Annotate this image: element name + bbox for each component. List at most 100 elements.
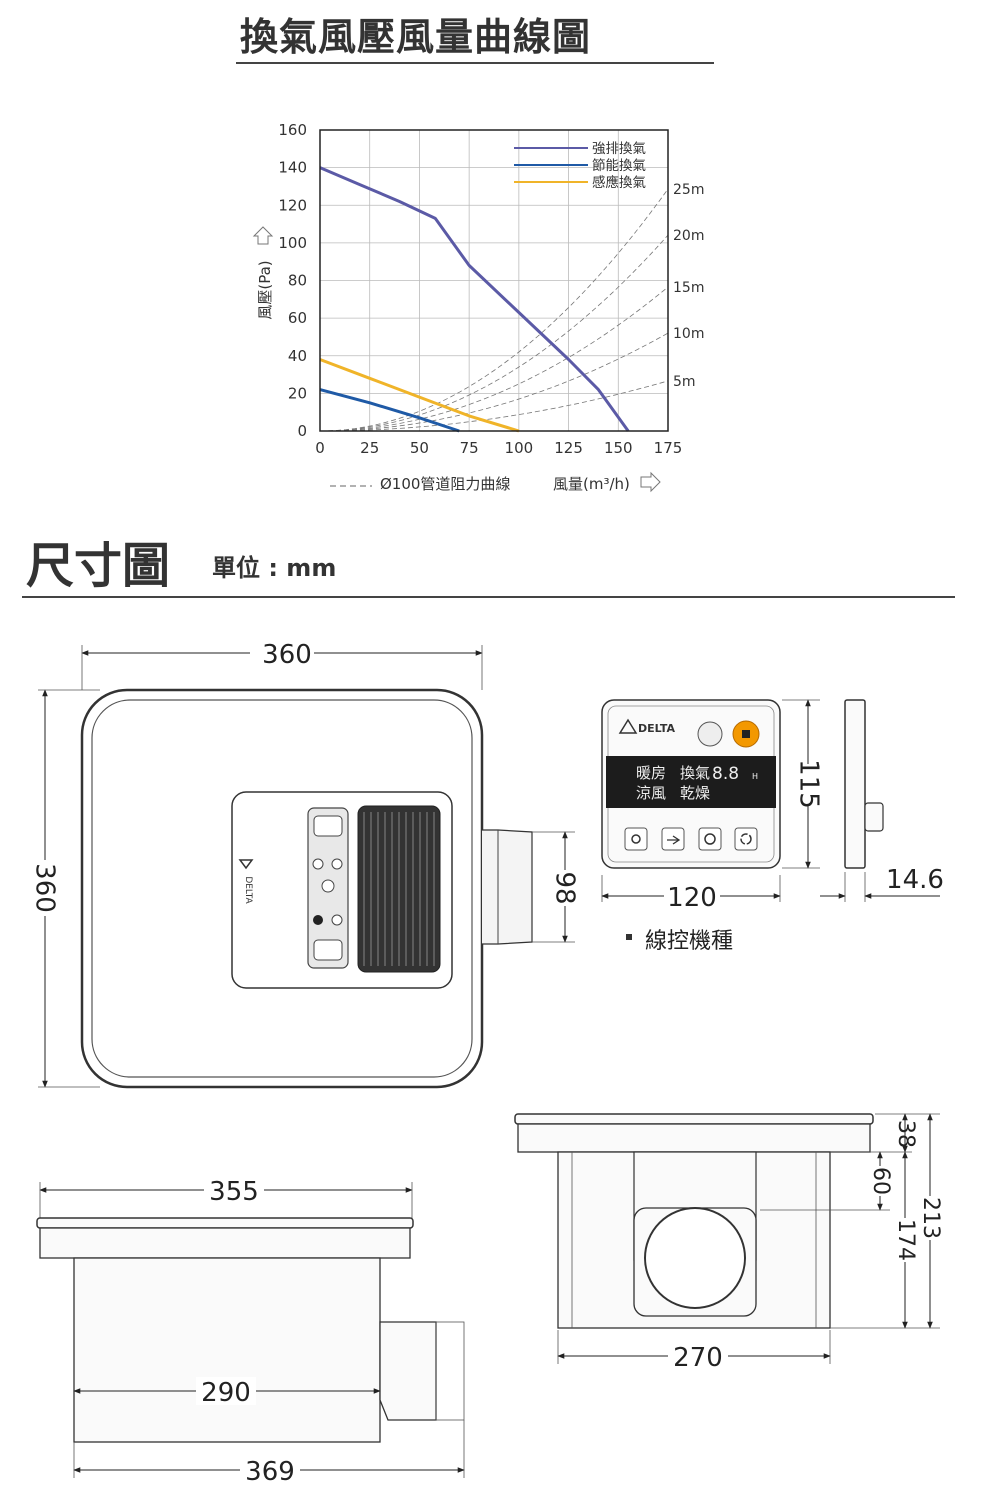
series-line [319,388,460,433]
display-row2-mode: 乾燥 [680,784,710,802]
timer-icon [704,833,716,845]
x-tick-label: 75 [460,439,479,457]
resistance-curve [319,234,669,432]
side-body [73,1257,381,1443]
resistance-curve-label: 10m [673,326,704,342]
x-tick-labels: 0 25 50 75 100 125 150 175 [315,439,682,457]
chart-legend: 強排換氣 節能換氣 感應換氣 [514,141,646,191]
grille-slats [363,812,435,966]
controller-side [844,699,866,869]
resistance-curve [319,286,669,432]
resistance-curve-label: 5m [673,374,696,390]
y-axis-label-group: 風壓(Pa) [252,226,274,320]
y-tick-label: 0 [297,422,307,440]
up-arrow-icon [252,226,274,245]
x-tick-label: 0 [315,439,325,457]
y-tick-label: 100 [278,234,307,252]
side-duct [379,1321,437,1421]
x-tick-label: 175 [654,439,683,457]
chart-series [319,166,630,433]
delta-logo-icon [238,859,254,870]
x-tick-label: 50 [410,439,429,457]
y-tick-label: 20 [288,384,307,402]
title-divider [236,62,714,64]
controller-btn-2 [661,827,685,851]
controller-btn-1 [624,827,648,851]
resistance-curve-label: 15m [673,280,704,296]
unit-label: 單位 : mm [212,554,337,582]
duct-outlet [482,829,533,945]
legend-label-eco: 節能換氣 [592,158,646,174]
dim-ctrl-width: 120 [667,883,717,913]
dim-front-total: 213 [918,1197,943,1239]
series-line [319,358,520,433]
resistance-curve-label: 20m [673,228,704,244]
front-flange [514,1113,874,1125]
dim-ctrl-depth: 14.6 [886,865,944,895]
dim-top-width: 360 [262,640,312,670]
dim-front-flange: 38 [893,1120,918,1148]
right-arrow-icon [640,471,661,493]
caption-bullet [626,934,632,940]
dim-side-top: 355 [209,1177,259,1207]
controller-display [606,756,776,808]
controller-btn-4 [734,827,758,851]
front-view: 270 38 60 174 213 [514,1113,944,1373]
display-row2-label: 涼風 [636,784,666,802]
display-row1-mode: 換氣 [680,764,710,782]
top-brand: DELTA [243,876,253,904]
resistance-curve [320,380,669,432]
dim-duct: 98 [550,871,580,904]
front-duct-opening [644,1207,746,1309]
controller-btn-3 [698,827,722,851]
top-view: 360 360 98 DELTA [30,640,580,1089]
display-row1-label: 暖房 [636,764,666,782]
controller-brand: DELTA [638,722,675,735]
resistance-curve [319,332,669,432]
y-axis-label: 風壓(Pa) [256,260,274,319]
controller-dial-button [697,721,723,747]
side-view: 355 290 369 [36,1176,465,1487]
gear-icon [631,834,641,844]
dimension-drawings: 360 360 98 DELTA [30,640,944,1487]
dim-ctrl-height: 115 [794,759,824,809]
y-tick-label: 40 [288,347,307,365]
x-tick-label: 150 [604,439,633,457]
dim-front-duct: 60 [868,1167,893,1195]
resistance-curves: 25m 20m 15m 10m 5m [319,182,704,432]
x-tick-label: 25 [360,439,379,457]
fan-curve-chart: 25m 20m 15m 10m 5m 0 20 40 60 80 100 120 140 160 0 25… [252,121,704,493]
series-line [319,166,630,432]
resistance-curve [319,188,669,432]
x-axis-label: 風量(m³/h) [553,475,630,493]
dim-side-total: 369 [245,1457,295,1487]
y-tick-label: 140 [278,159,307,177]
controller-view: DELTA 暖房 換氣 8.8 H 涼風 乾燥 115 120 線控機種 [601,699,944,954]
y-tick-label: 120 [278,196,307,214]
section-divider [22,596,955,598]
legend-label-sensor: 感應換氣 [592,174,646,191]
side-flange [36,1217,414,1229]
section-title: 尺寸圖 [26,538,171,594]
dim-side-body: 290 [201,1378,251,1408]
cycle-icon [740,833,752,845]
controller-logo-icon [618,718,638,734]
plot-frame [319,129,669,432]
y-tick-label: 160 [278,121,307,139]
controller-caption: 線控機種 [645,929,733,954]
fan-icon [667,835,681,845]
y-tick-label: 60 [288,309,307,327]
x-tick-label: 125 [554,439,583,457]
dim-front-width: 270 [673,1343,723,1373]
chart-title: 換氣風壓風量曲線圖 [240,15,592,59]
x-tick-label: 100 [505,439,534,457]
legend-label-strong: 強排換氣 [592,141,646,157]
y-tick-label: 80 [288,272,307,290]
display-hour-unit: H [752,772,758,781]
dim-front-body: 174 [893,1219,918,1261]
resistance-curve-label: 25m [673,182,704,198]
y-tick-labels: 0 20 40 60 80 100 120 140 160 [278,121,307,440]
dim-top-height: 360 [30,863,60,913]
panel-inner [91,699,473,1078]
resistance-legend-label: Ø100管道阻力曲線 [380,475,510,493]
